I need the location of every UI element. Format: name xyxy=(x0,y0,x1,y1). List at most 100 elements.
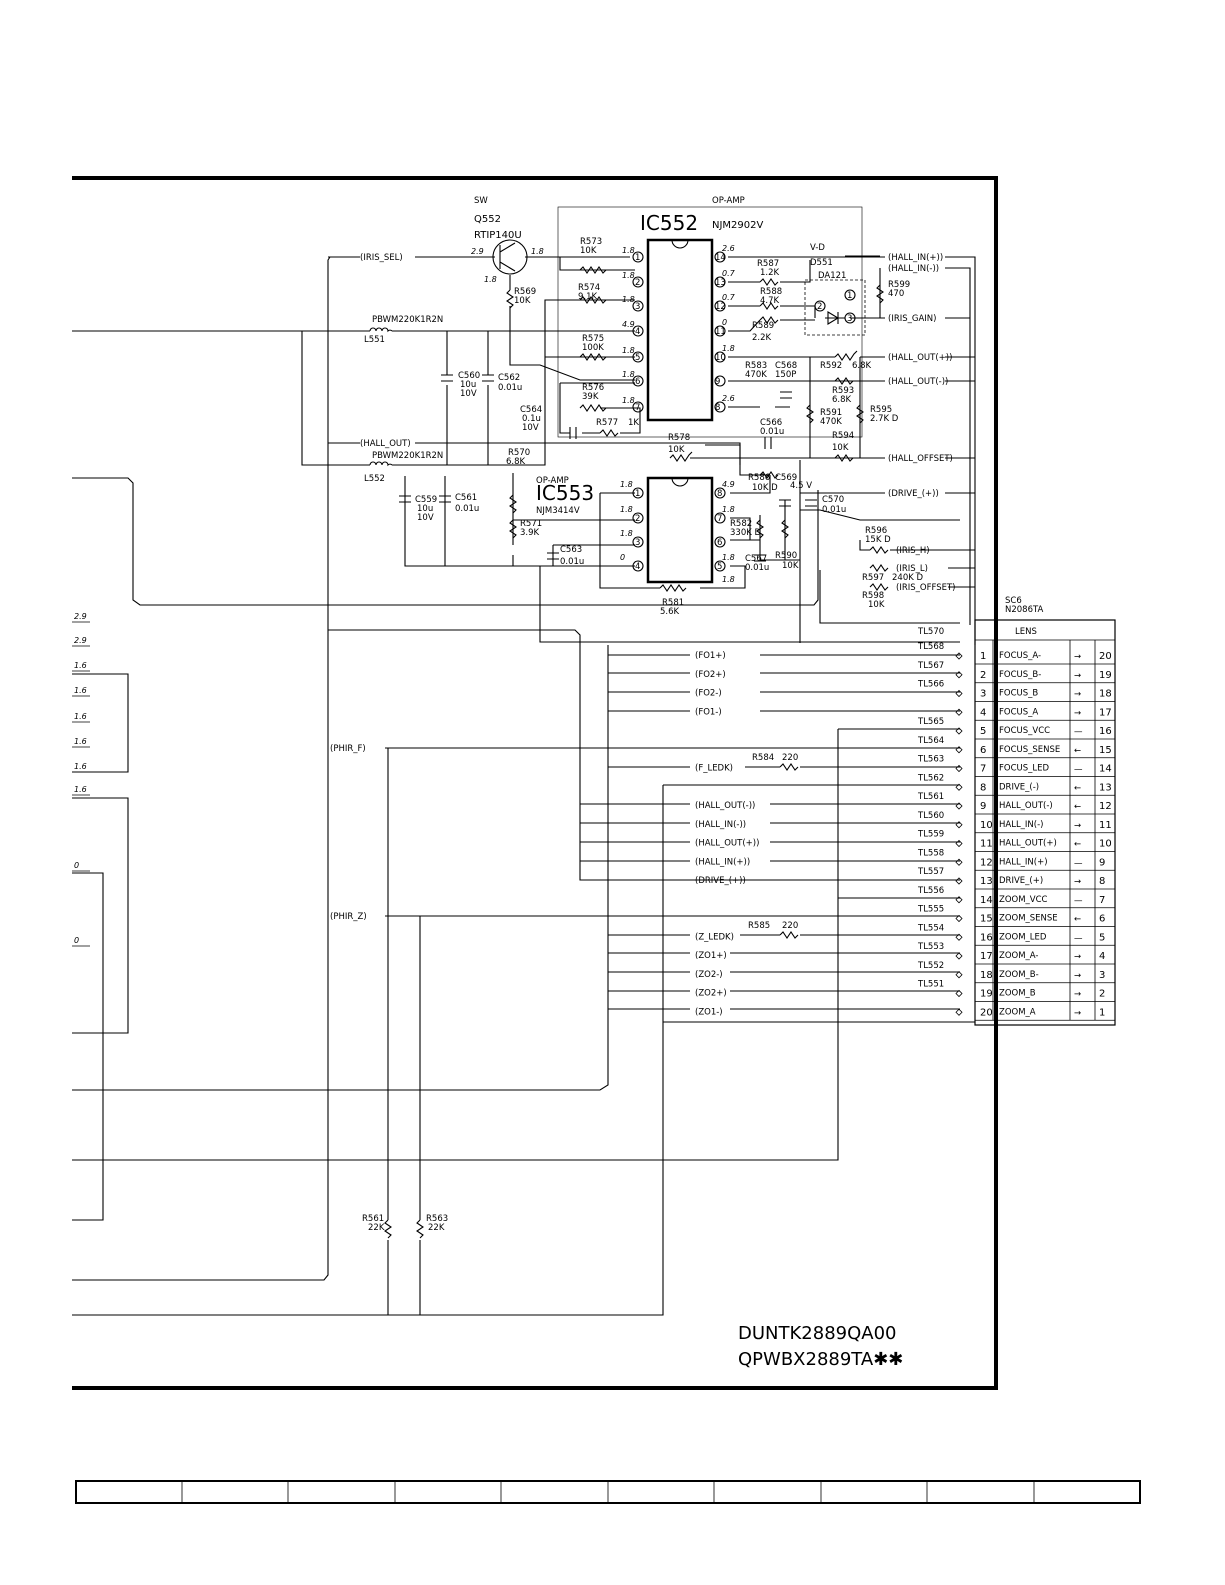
net-label: (DRIVE_(+)) xyxy=(695,876,746,886)
doc-number: DUNTK2889QA00 xyxy=(738,1323,897,1344)
test-point-icon xyxy=(955,652,963,660)
connector-index: 20 xyxy=(980,1007,993,1018)
connector-pin: 16 xyxy=(1099,726,1112,737)
svg-text:L551: L551 xyxy=(364,335,385,345)
test-point-icon xyxy=(955,839,963,848)
net-label: (F_LEDK) xyxy=(695,764,733,774)
svg-text:R593: R593 xyxy=(832,386,854,396)
ic553-pin-voltage: 1.8 xyxy=(620,529,633,538)
svg-text:LENS: LENS xyxy=(1015,627,1037,637)
connector-direction: ← xyxy=(1074,746,1081,756)
test-point-label: TL566 xyxy=(917,680,944,690)
svg-text:(IRIS_GAIN): (IRIS_GAIN) xyxy=(888,314,936,324)
ic553-pin-voltage: 1.8 xyxy=(722,505,735,514)
test-point-icon xyxy=(955,877,963,885)
test-point-icon xyxy=(955,689,963,698)
svg-text:150P: 150P xyxy=(775,370,796,380)
ic553-pin-number: 8 xyxy=(717,489,722,499)
edge-voltage: 2.9 xyxy=(74,612,87,621)
svg-text:10K: 10K xyxy=(868,600,885,610)
connector-direction: — xyxy=(1074,765,1083,775)
svg-text:PBWM220K1R2N: PBWM220K1R2N xyxy=(372,451,443,461)
connector-signal: FOCUS_LED xyxy=(999,764,1049,774)
svg-text:0.1u: 0.1u xyxy=(522,414,541,424)
svg-text:C568: C568 xyxy=(775,361,797,371)
ic552-pin-number: 7 xyxy=(635,403,640,413)
svg-text:1K: 1K xyxy=(628,418,639,428)
connector-pin: 6 xyxy=(1099,914,1105,925)
edge-voltage: 1.6 xyxy=(74,737,87,746)
connector-index: 7 xyxy=(980,764,986,775)
connector-pin: 20 xyxy=(1099,651,1112,662)
ic553-pin-number: 2 xyxy=(635,514,640,524)
net-label: (Z_LEDK) xyxy=(695,932,734,942)
net-label: (HALL_OUT(+)) xyxy=(695,839,759,849)
ic553-pin-number: 7 xyxy=(717,514,722,524)
svg-text:(HALL_OUT(+)): (HALL_OUT(+)) xyxy=(888,353,952,363)
svg-text:4.5 V: 4.5 V xyxy=(790,481,812,491)
svg-text:R588: R588 xyxy=(760,287,782,297)
svg-text:R597: R597 xyxy=(862,573,884,583)
svg-text:R589: R589 xyxy=(752,321,774,331)
test-point-label: TL557 xyxy=(917,867,944,877)
test-point-label: TL558 xyxy=(917,848,944,858)
svg-text:R594: R594 xyxy=(832,431,854,441)
left-edge-values: 2.92.91.61.61.61.61.61.600 xyxy=(72,612,90,947)
connector-signal: HALL_OUT(-) xyxy=(999,801,1053,811)
ic552-pin-number: 8 xyxy=(715,403,720,413)
ic553-pins xyxy=(632,487,726,572)
test-point-label: TL568 xyxy=(917,642,944,652)
svg-text:SC6: SC6 xyxy=(1005,596,1022,606)
connector-signal: HALL_IN(+) xyxy=(999,857,1048,867)
document-numbers: DUNTK2889QA00 QPWBX2889TA✱✱ xyxy=(738,1323,903,1370)
transistor-labels: SW Q552 RTIP140U 2.9 1.8 1.8 xyxy=(471,196,544,284)
svg-text:(HALL_IN(-)): (HALL_IN(-)) xyxy=(888,264,939,274)
connector-pin: 8 xyxy=(1099,876,1105,887)
connector-pin: 19 xyxy=(1099,670,1112,681)
connector-index: 6 xyxy=(980,745,986,756)
connector-signal: HALL_IN(-) xyxy=(999,820,1044,830)
svg-text:(HALL_IN(+)): (HALL_IN(+)) xyxy=(888,253,943,263)
svg-text:R582: R582 xyxy=(730,519,752,529)
ic553-pin-voltage: 4.9 xyxy=(722,480,735,489)
test-point-icon xyxy=(955,914,963,923)
test-point-icon xyxy=(955,971,963,979)
ic553-extra-voltage: 1.8 xyxy=(722,575,735,584)
svg-text:10K: 10K xyxy=(668,445,685,455)
q552-label: Q552 xyxy=(474,214,501,225)
svg-text:R570: R570 xyxy=(508,448,530,458)
net-label: (HALL_IN(-)) xyxy=(695,820,746,830)
connector-index: 2 xyxy=(980,670,986,681)
grid-strip xyxy=(75,1480,1141,1504)
svg-text:R578: R578 xyxy=(668,433,690,443)
diode-pin-number: 1 xyxy=(847,291,852,301)
svg-text:TL570: TL570 xyxy=(917,627,944,637)
connector-pin: 2 xyxy=(1099,989,1105,1000)
test-point-icon xyxy=(955,896,963,904)
svg-text:0.01u: 0.01u xyxy=(760,427,784,437)
net-label: (FO1-) xyxy=(695,707,722,717)
diode-labels: V-D D551 DA121 xyxy=(810,243,846,281)
test-point-icon xyxy=(955,952,963,960)
svg-text:C569: C569 xyxy=(775,473,797,483)
svg-text:L552: L552 xyxy=(364,474,385,484)
svg-text:10V: 10V xyxy=(417,513,434,523)
ic552-pin-voltage: 1.8 xyxy=(622,346,635,355)
connector-signal: ZOOM_A xyxy=(999,1007,1036,1017)
svg-text:(HALL_OUT(-)): (HALL_OUT(-)) xyxy=(888,377,948,387)
connector-pin: 9 xyxy=(1099,857,1105,868)
svg-text:R591: R591 xyxy=(820,408,842,418)
connector-index: 13 xyxy=(980,876,993,887)
test-point-icon xyxy=(955,708,963,716)
ic552-pin-number: 10 xyxy=(715,353,726,363)
connector-pin: 18 xyxy=(1099,689,1112,700)
svg-text:R571: R571 xyxy=(520,519,542,529)
connector-direction: ← xyxy=(1074,783,1081,793)
ic552-pin-number: 9 xyxy=(715,377,720,387)
svg-text:C561: C561 xyxy=(455,493,477,503)
